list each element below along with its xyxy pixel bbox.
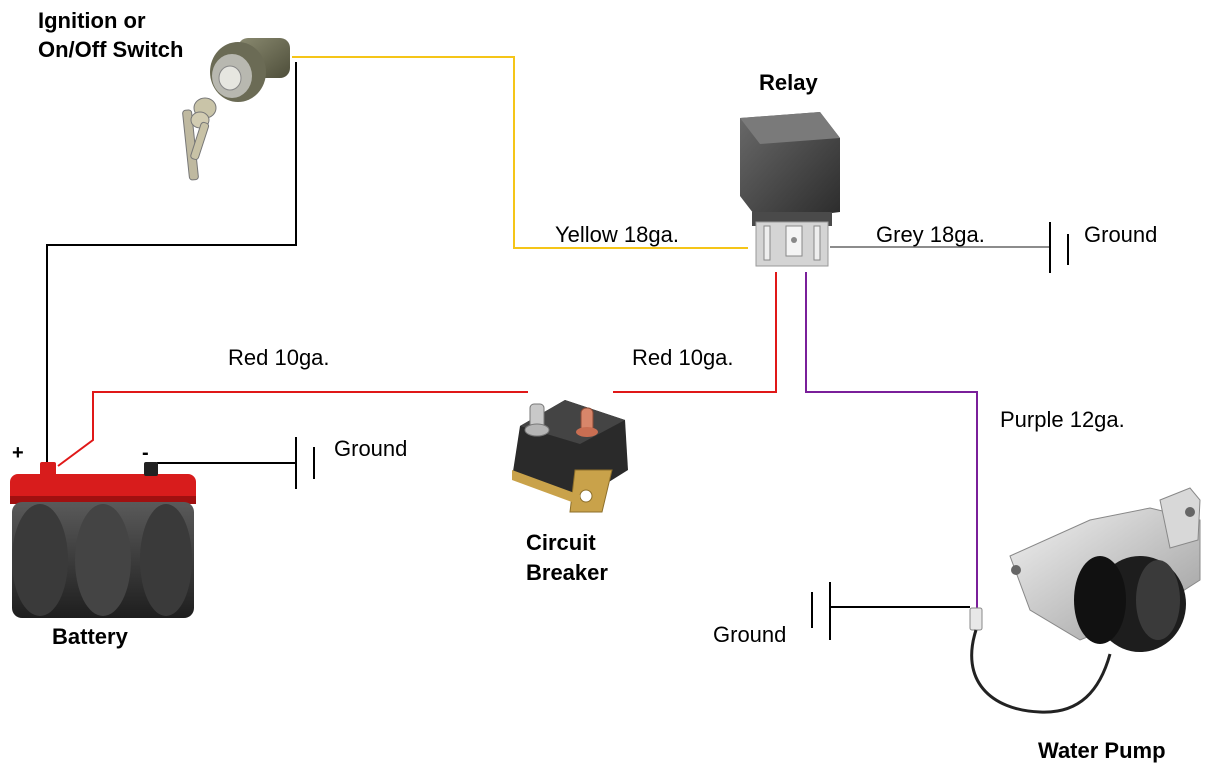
ignition-switch-icon xyxy=(182,38,290,181)
red-wire-label-left: Red 10ga. xyxy=(228,345,330,370)
yellow-wire xyxy=(292,56,748,249)
red-wire-label-right: Red 10ga. xyxy=(632,345,734,370)
ground-label-relay: Ground xyxy=(1084,222,1158,247)
breaker-label-line2: Breaker xyxy=(526,560,608,585)
ignition-label-line2: On/Off Switch xyxy=(38,37,184,62)
purple-wire xyxy=(805,272,978,612)
ground-label-pump: Ground xyxy=(713,622,787,647)
red-wire-battery-breaker xyxy=(57,391,528,467)
grey-wire-label: Grey 18ga. xyxy=(876,222,985,247)
black-wire-battery-ignition xyxy=(46,62,297,465)
battery-icon xyxy=(10,462,196,618)
purple-wire-label: Purple 12ga. xyxy=(1000,407,1125,432)
red-wire-breaker-relay xyxy=(613,272,777,393)
ignition-label-line1: Ignition or xyxy=(38,8,146,33)
battery-label: Battery xyxy=(52,624,128,649)
battery-negative-terminal: - xyxy=(142,442,149,464)
breaker-label-line1: Circuit xyxy=(526,530,596,555)
water-pump-icon xyxy=(969,487,1201,714)
water-pump-label: Water Pump xyxy=(1038,738,1166,763)
ground-symbol-battery xyxy=(295,437,315,489)
yellow-wire-label: Yellow 18ga. xyxy=(555,222,679,247)
ground-symbol-relay xyxy=(1049,222,1069,273)
ground-label-battery: Ground xyxy=(334,436,408,461)
relay-label: Relay xyxy=(759,70,818,95)
circuit-breaker-icon xyxy=(512,400,628,513)
ground-symbol-pump xyxy=(811,582,831,640)
battery-positive-terminal: + xyxy=(12,442,24,464)
relay-icon xyxy=(740,112,840,267)
